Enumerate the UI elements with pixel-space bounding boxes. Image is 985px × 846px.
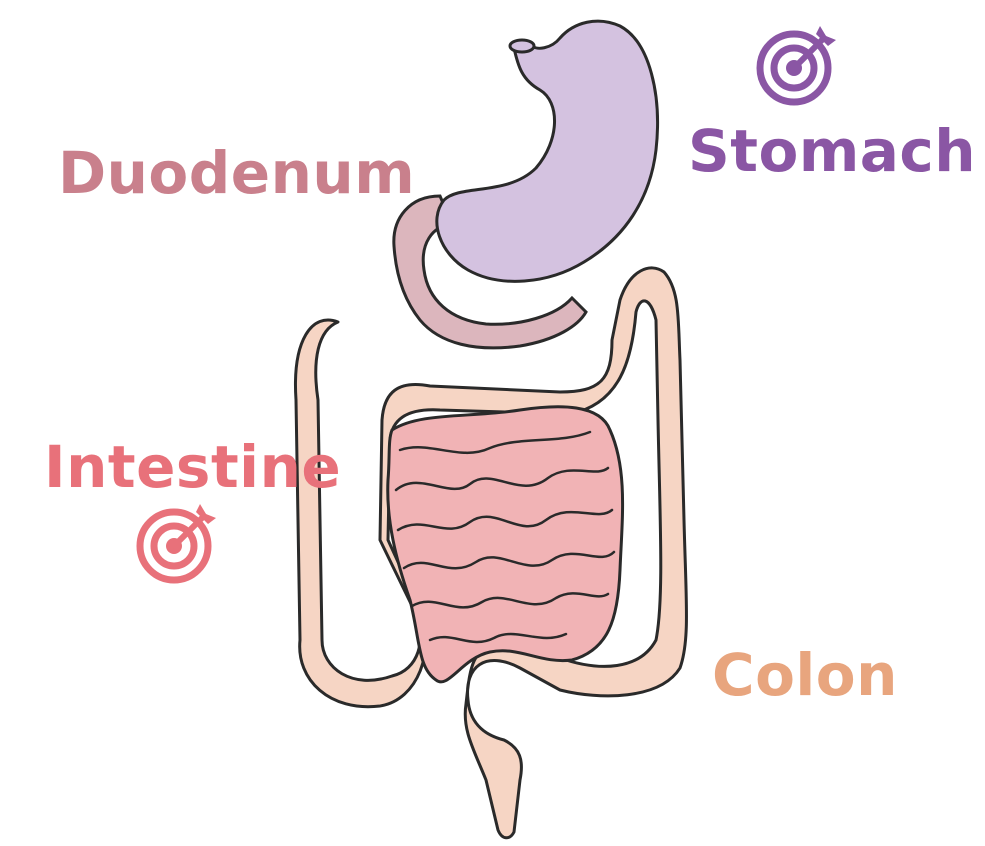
stomach-label: Stomach (688, 122, 976, 180)
stomach-organ (437, 21, 658, 281)
intestine-label: Intestine (44, 438, 341, 496)
target-arrow-icon (754, 24, 838, 108)
target-arrow-icon (134, 502, 218, 586)
colon-label: Colon (712, 646, 898, 704)
esophagus-opening (510, 40, 534, 52)
small-intestine-organ (388, 407, 623, 682)
duodenum-label: Duodenum (58, 144, 415, 202)
